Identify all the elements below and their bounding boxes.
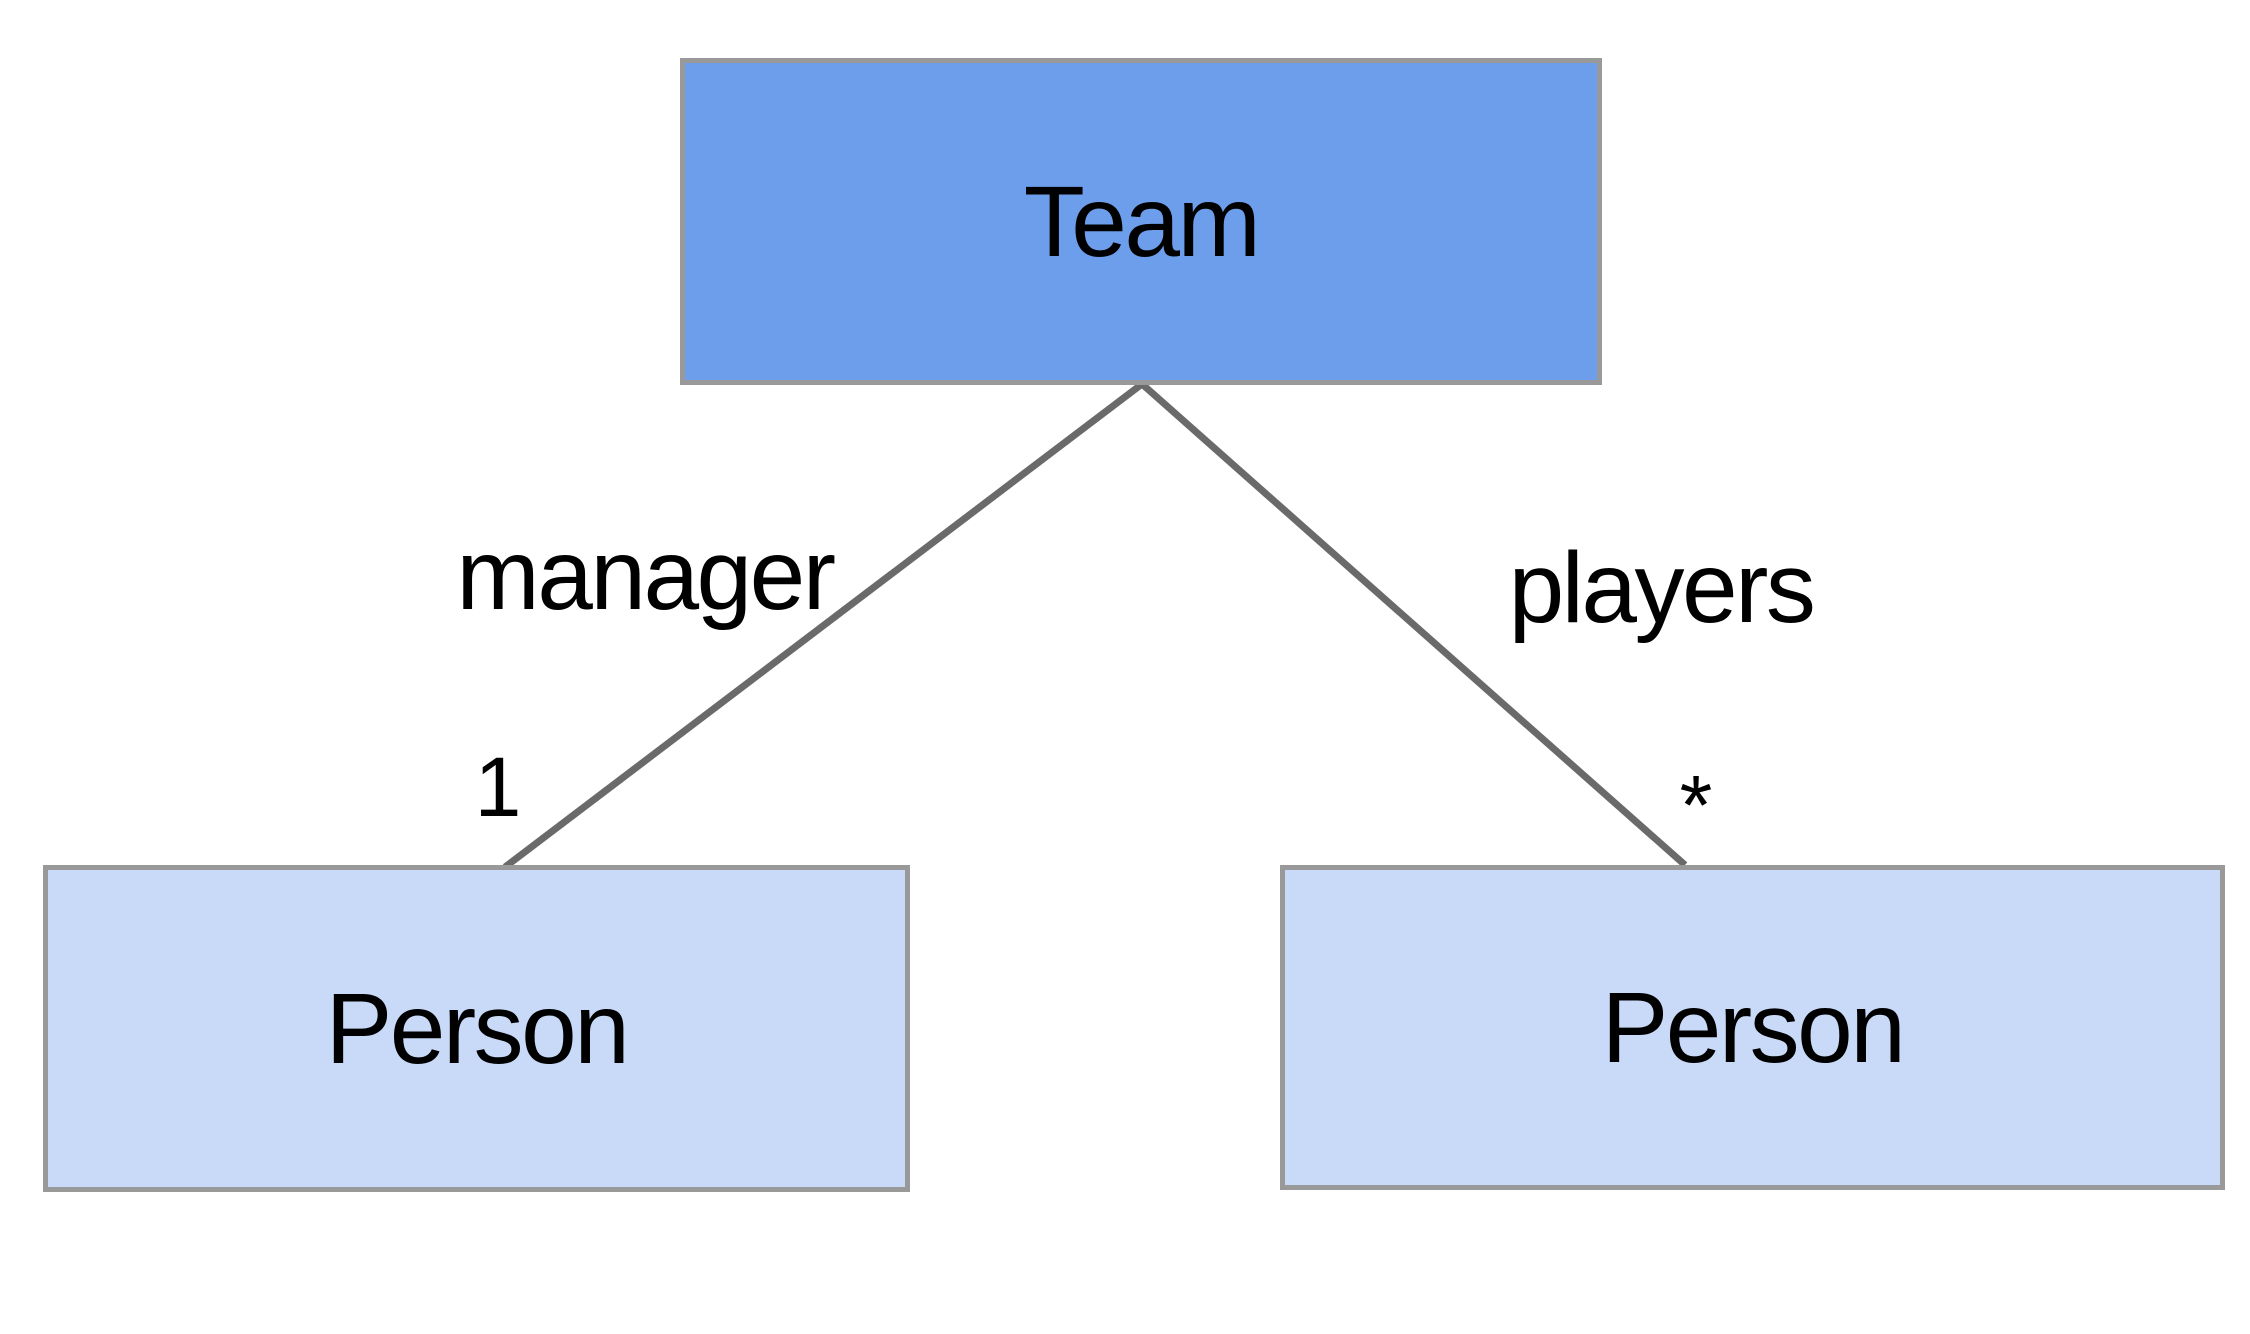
node-team-label: Team — [1023, 165, 1261, 278]
node-team: Team — [680, 58, 1602, 385]
edge-players-label: players — [1508, 532, 1816, 644]
node-person-players-label: Person — [1601, 971, 1906, 1084]
edge-manager-cardinality: 1 — [474, 740, 522, 834]
node-person-manager: Person — [43, 865, 910, 1192]
edge-players-cardinality: * — [1679, 758, 1713, 852]
node-person-players: Person — [1280, 865, 2225, 1190]
edge-manager-label: manager — [456, 519, 836, 631]
node-person-manager-label: Person — [325, 972, 630, 1085]
